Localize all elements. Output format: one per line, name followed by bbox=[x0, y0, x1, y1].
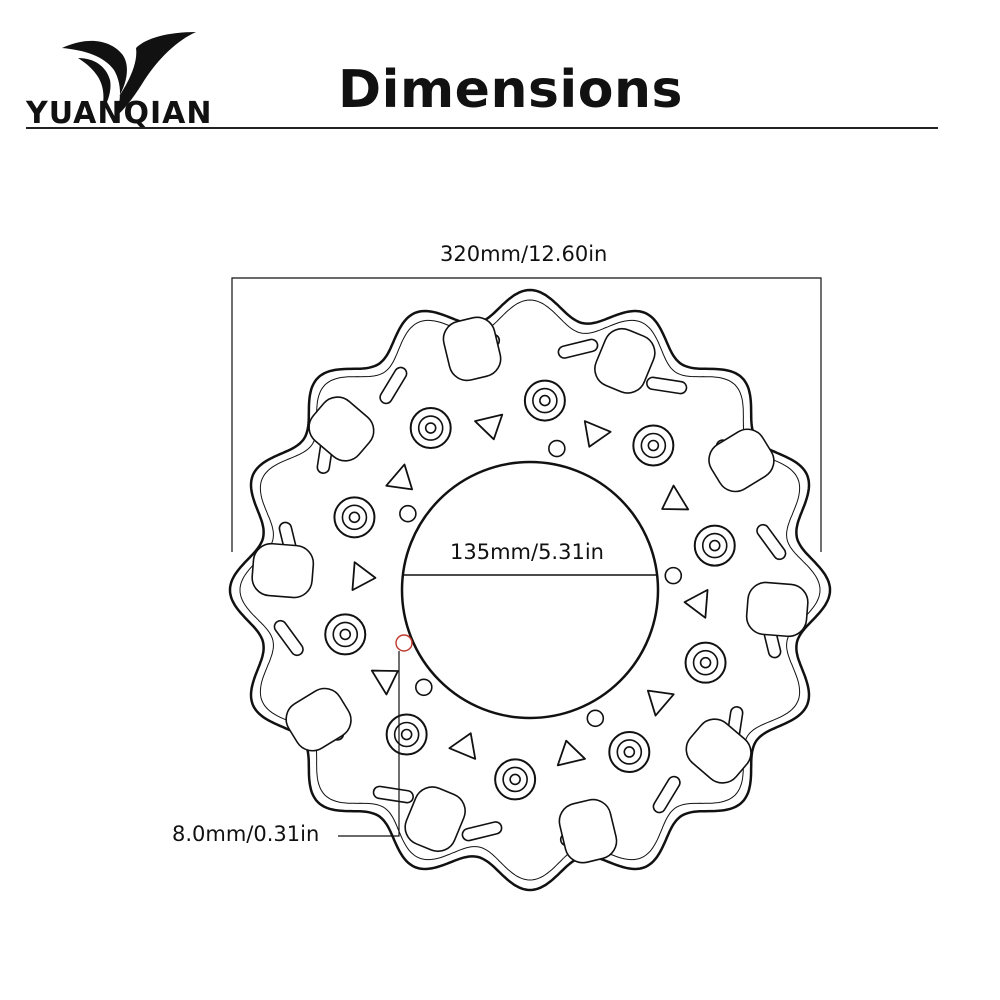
brand-logo-text: YUANQIAN bbox=[26, 96, 213, 131]
carrier-cutout bbox=[351, 561, 377, 592]
float-pin-hole bbox=[424, 422, 437, 434]
carrier-cutout bbox=[583, 420, 612, 448]
carrier-cutout bbox=[683, 588, 709, 619]
float-pin bbox=[684, 641, 727, 684]
float-pin-ring bbox=[640, 432, 667, 459]
center-bore bbox=[400, 460, 660, 720]
float-pin bbox=[608, 730, 651, 773]
disc-pocket bbox=[285, 687, 352, 752]
carrier-hole bbox=[548, 439, 566, 458]
hole-leader-line bbox=[338, 651, 400, 837]
carrier-cutout bbox=[646, 689, 675, 717]
carrier-hole bbox=[664, 566, 683, 585]
float-pin bbox=[632, 424, 675, 467]
float-pin-ring bbox=[532, 387, 558, 414]
float-pin-ring bbox=[417, 415, 444, 441]
carrier-cutout bbox=[385, 463, 414, 491]
rim-slot bbox=[646, 376, 688, 395]
float-pin-ring bbox=[692, 649, 719, 676]
hole-marker bbox=[395, 634, 413, 652]
brand-logo-mark bbox=[62, 32, 196, 118]
float-pin bbox=[494, 758, 537, 801]
inner-diameter-label: 135mm/5.31in bbox=[450, 540, 604, 564]
carrier-cutout bbox=[661, 484, 690, 511]
float-pin-hole bbox=[539, 394, 551, 407]
rim-slot bbox=[557, 338, 599, 359]
disc-pocket bbox=[251, 542, 315, 599]
carrier-cutout bbox=[370, 669, 399, 696]
carrier-hole bbox=[399, 504, 417, 523]
disc-pocket bbox=[745, 581, 809, 638]
hole-diameter-label: 8.0mm/0.31in bbox=[172, 822, 320, 846]
disc-pocket bbox=[685, 718, 752, 784]
disc-pocket bbox=[308, 396, 375, 462]
rim-slot bbox=[379, 366, 408, 405]
rim-slot bbox=[372, 785, 414, 804]
float-pin bbox=[333, 496, 376, 539]
float-pin-hole bbox=[623, 746, 636, 758]
disc-pocket bbox=[708, 428, 775, 493]
disc-pocket bbox=[594, 327, 656, 394]
carrier-hole bbox=[586, 709, 605, 728]
float-pin-ring bbox=[341, 504, 368, 531]
float-pin-ring bbox=[332, 621, 359, 648]
float-pin-ring bbox=[393, 721, 420, 748]
float-pin-hole bbox=[348, 511, 361, 524]
rim-slot bbox=[756, 523, 787, 561]
float-pin bbox=[693, 524, 736, 567]
float-pin-ring bbox=[701, 532, 728, 559]
carrier-cutout bbox=[474, 413, 504, 441]
disc-pocket bbox=[558, 798, 618, 864]
title-divider bbox=[26, 127, 938, 129]
float-pin bbox=[324, 613, 367, 656]
float-pin-hole bbox=[339, 628, 352, 641]
carrier-cutout bbox=[448, 732, 477, 760]
disc-pocket bbox=[404, 786, 466, 853]
carrier-hole bbox=[415, 678, 433, 697]
float-pin-hole bbox=[400, 728, 413, 741]
float-pin bbox=[523, 379, 566, 422]
float-pin bbox=[409, 407, 452, 450]
float-pin-hole bbox=[708, 539, 721, 552]
carrier-cutout bbox=[556, 739, 586, 767]
float-pin-ring bbox=[616, 739, 643, 765]
rim-slot bbox=[461, 821, 503, 842]
disc-edge-bevel bbox=[239, 299, 821, 881]
page-title: Dimensions bbox=[338, 60, 683, 120]
rim-slot bbox=[273, 619, 304, 657]
float-pin-hole bbox=[699, 656, 712, 669]
float-pin bbox=[385, 713, 428, 756]
outer-diameter-label: 320mm/12.60in bbox=[440, 242, 608, 266]
float-pin-ring bbox=[502, 766, 528, 793]
disc-pocket bbox=[442, 316, 502, 382]
float-pin-hole bbox=[647, 439, 660, 452]
rim-slot bbox=[652, 775, 681, 814]
float-pin-hole bbox=[509, 773, 521, 786]
outer-diameter-line bbox=[231, 277, 822, 552]
